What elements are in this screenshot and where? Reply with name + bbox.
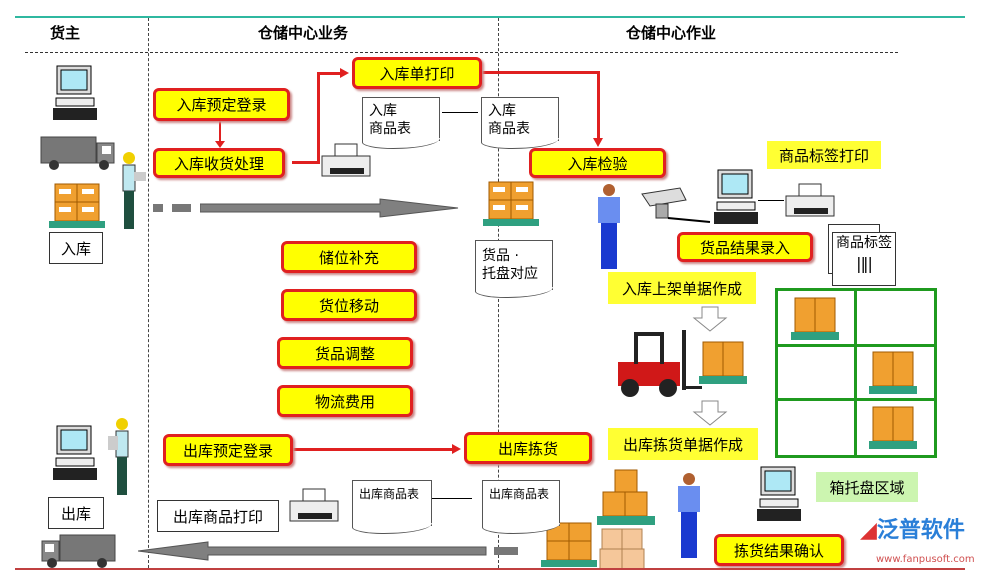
connector [482,71,599,74]
flow-dash [172,204,191,212]
inbound-product-sheet: 入库商品表 [362,97,440,149]
outbound-product-sheet: 出库商品表 [482,480,560,534]
pallet-boxes-icon [791,297,839,340]
step-result-entry: 货品结果录入 [677,232,813,262]
operator-icon [598,184,620,269]
arrowhead [452,444,466,454]
doc-line: 商品表 [369,121,411,137]
product-label-sheet: 商品标签 |‖| [832,232,896,286]
label-print-step: 商品标签打印 [767,141,881,169]
outbound-flow-arrow [138,541,487,561]
rack-frame [854,288,857,458]
arrowhead [593,138,603,152]
arrowhead [340,68,354,78]
doc-line: 商品标签 [836,235,892,251]
down-arrow-icon [692,400,728,426]
doc-line: 入库 [488,103,516,119]
connector [597,71,600,139]
step-logistics-cost: 物流费用 [277,385,413,417]
forklift-icon [618,330,702,397]
pallet-area-label: 箱托盘区域 [816,472,918,502]
connector [317,72,342,75]
barcode-icon: |‖| [856,254,873,273]
computer-icon [53,425,97,480]
top-rule [15,16,965,18]
connector [292,161,319,164]
pallet-boxes-icon [49,183,105,228]
doc-line: 入库 [369,103,397,119]
picking-doc-step: 出库拣货单据作成 [608,428,758,460]
logo-url: www.fanpusoft.com [876,554,975,565]
step-outbound-picking: 出库拣货 [464,432,592,464]
header-business: 仓储中心业务 [258,24,349,42]
cable-line [758,200,784,201]
stacked-boxes-icon [597,469,655,525]
arrowhead [215,141,225,153]
cardboard-boxes-icon [599,528,645,570]
step-inbound-slip-print: 入库单打印 [352,57,482,89]
connector [432,498,472,499]
doc-line: 商品表 [488,121,530,137]
logo-name: 泛普软件 [876,518,965,543]
connector [317,72,320,164]
step-goods-adjust: 货品调整 [277,337,413,369]
outbound-product-sheet: 出库商品表 [352,480,432,534]
pallet-boxes-icon [869,406,917,449]
worker-icon [108,418,129,495]
flow-dash [153,204,163,212]
header-divider [25,52,898,53]
computer-icon [714,169,758,224]
truck-icon [40,136,115,170]
operator-icon [678,473,700,558]
pallet-boxes-icon [869,351,917,394]
step-inbound-pre-register: 入库预定登录 [153,88,290,121]
pallet-boxes-icon [483,181,539,226]
step-location-move: 货位移动 [281,289,417,321]
doc-line: 货品 · [482,248,519,264]
step-pick-confirm: 拣货结果确认 [714,534,844,566]
outbound-product-print: 出库商品打印 [157,500,279,532]
inbound-flow-arrow [200,198,459,218]
printer-icon [289,488,339,522]
connector [442,112,478,113]
logo: ◢泛普软件 [860,518,965,543]
inbound-owner-label: 入库 [49,232,103,264]
outbound-owner-label: 出库 [48,497,104,529]
bottom-rule [15,568,965,570]
inbound-product-sheet: 入库商品表 [481,97,559,149]
rack-frame [934,288,937,458]
lane-divider [148,18,149,568]
down-arrow-icon [692,306,728,332]
worker-icon [122,152,146,229]
computer-icon [53,65,97,120]
pallet-boxes-icon [541,522,597,567]
computer-icon [757,466,801,521]
doc-line: 托盘对应 [482,266,538,282]
header-owner: 货主 [50,24,81,42]
header-operations: 仓储中心作业 [626,24,717,42]
step-location-replenish: 储位补充 [281,241,417,273]
barcode-scanner-icon [641,187,711,223]
connector [293,448,453,451]
truck-icon [41,534,116,568]
printer-icon [785,183,835,217]
pallet-boxes-icon [699,341,747,384]
step-outbound-pre-register: 出库预定登录 [163,434,293,466]
shelving-doc-step: 入库上架单据作成 [608,272,756,304]
printer-icon [321,143,371,177]
step-inbound-inspection: 入库检验 [529,148,666,178]
step-inbound-receiving: 入库收货处理 [153,148,285,178]
connector [219,121,221,143]
pallet-mapping-sheet: 货品 · 托盘对应 [475,240,553,298]
rack-frame [775,288,778,458]
flow-dash [494,547,518,555]
